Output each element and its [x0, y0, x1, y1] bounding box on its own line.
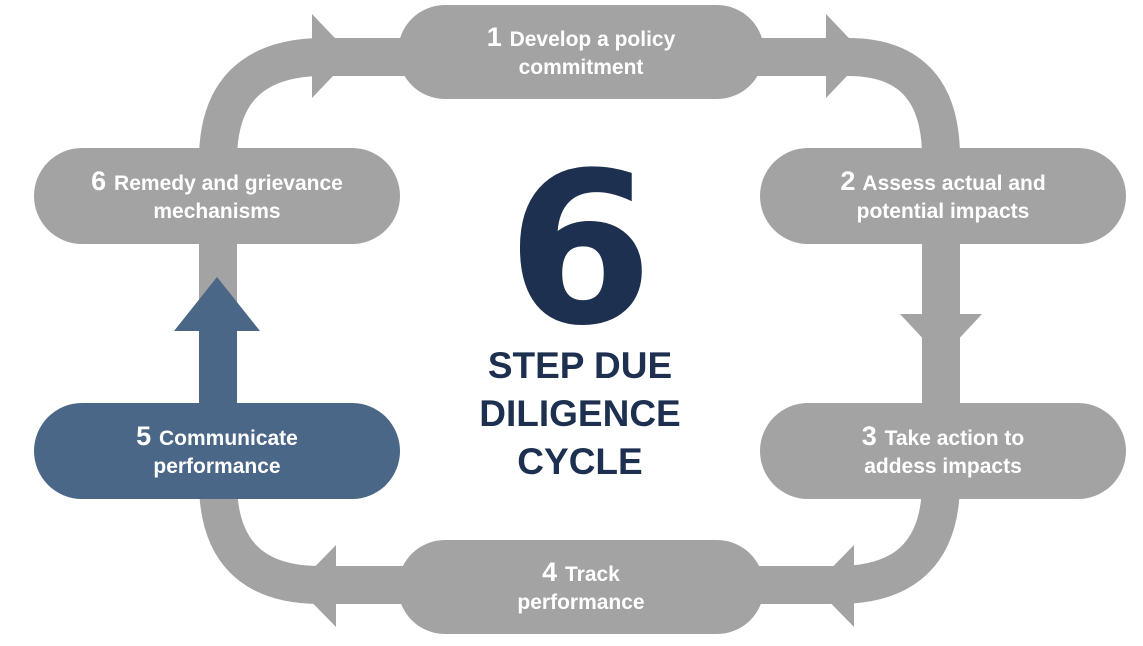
step-number: 1: [486, 21, 502, 52]
arrow-right-icon: [312, 14, 352, 98]
step-4-pill: 4 Track performance: [398, 540, 764, 634]
step-label: Communicate: [159, 426, 298, 450]
step-number: 4: [542, 556, 558, 587]
step-2-pill: 2 Assess actual and potential impacts: [760, 148, 1126, 244]
step-label: potential impacts: [856, 199, 1030, 223]
step-label: addess impacts: [864, 454, 1022, 478]
step-3-pill: 3 Take action to addess impacts: [760, 403, 1126, 499]
step-5-pill: 5 Communicate performance: [34, 403, 400, 499]
step-label: Develop a policy: [509, 27, 676, 51]
arrow-left-icon: [814, 545, 854, 627]
center-number: 6: [506, 127, 653, 372]
step-number: 3: [861, 420, 877, 451]
step-6-pill: 6 Remedy and grievance mechanisms: [34, 148, 400, 244]
step-label: Remedy and grievance: [114, 171, 343, 195]
step-number: 2: [840, 165, 856, 196]
arrow-right-icon: [826, 14, 866, 98]
step-label: Assess actual and: [862, 171, 1046, 195]
center-title-line-2: DILIGENCE: [479, 393, 681, 434]
center-title-line-3: CYCLE: [517, 441, 643, 482]
step-1-pill: 1 Develop a policy commitment: [398, 5, 764, 99]
step-label: performance: [153, 454, 281, 478]
step-label: performance: [517, 590, 645, 614]
step-label: commitment: [518, 55, 644, 79]
center-title-line-1: STEP DUE: [487, 345, 673, 386]
arrow-left-icon: [296, 545, 336, 627]
arrow-up-icon: [174, 277, 260, 331]
step-label: Take action to: [884, 426, 1025, 450]
step-label: Track: [564, 562, 620, 586]
step-label: mechanisms: [153, 199, 281, 223]
step-number: 5: [136, 420, 152, 451]
arrow-down-icon: [900, 314, 982, 358]
step-number: 6: [91, 165, 107, 196]
